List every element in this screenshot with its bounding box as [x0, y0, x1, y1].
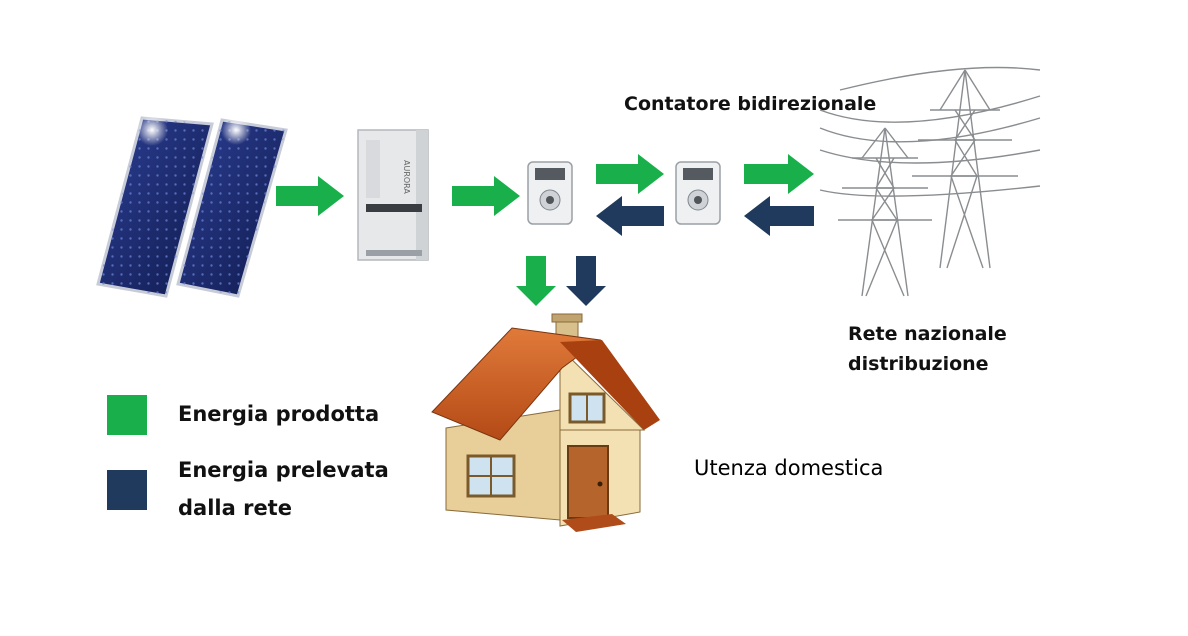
house-icon	[431, 313, 660, 532]
legend-swatch-produced	[107, 395, 147, 435]
arrow-drawn-meter-to-meter	[596, 196, 664, 236]
arrow-produced-inverter-meter	[452, 176, 520, 216]
legend-drawn-label-line1: Energia prelevata	[178, 458, 389, 482]
legend-swatch-drawn	[107, 470, 147, 510]
energy-meter-icon	[527, 161, 573, 225]
legend-drawn-label-line2: dalla rete	[178, 496, 292, 520]
house-label: Utenza domestica	[694, 456, 884, 480]
arrow-produced-to-house	[516, 256, 556, 306]
arrow-produced-meter-grid	[744, 154, 814, 194]
solar-panel-icon	[96, 114, 214, 298]
arrow-produced-meter-to-meter	[596, 154, 664, 194]
arrow-drawn-to-house	[566, 256, 606, 306]
inverter-brand: AURORA	[402, 160, 411, 194]
arrow-produced-panels-inverter	[276, 176, 344, 216]
solar-panel-icon	[176, 115, 288, 298]
grid-label-line1: Rete nazionale	[848, 323, 1007, 345]
legend-produced-label: Energia prodotta	[178, 402, 380, 426]
power-pylon-icon	[819, 66, 1041, 297]
meter-label: Contatore bidirezionale	[624, 93, 877, 115]
bidirectional-meter-icon	[675, 161, 721, 225]
grid-label-line2: distribuzione	[848, 353, 989, 375]
arrow-drawn-grid-meter	[744, 196, 814, 236]
inverter-icon: AURORA	[357, 129, 429, 261]
